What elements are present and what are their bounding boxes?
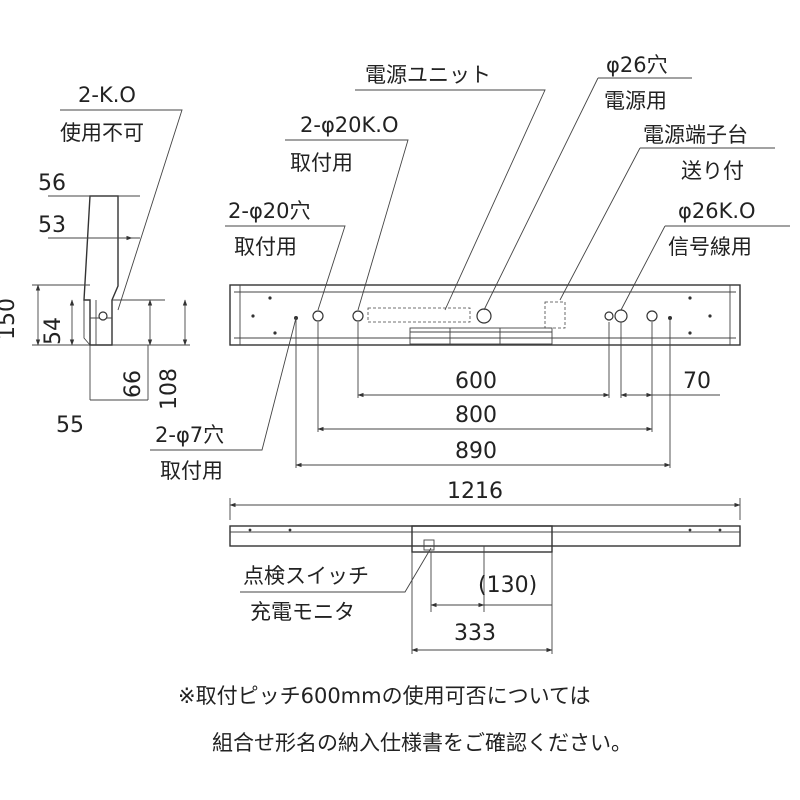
- dim-890: 890: [455, 439, 497, 464]
- dim-1216: 1216: [447, 479, 503, 504]
- label-phi26ko: φ26K.O: [678, 199, 756, 223]
- hole-phi26: [476, 308, 492, 324]
- dim-333: 333: [454, 621, 496, 646]
- label-phi26: φ26穴: [606, 53, 668, 77]
- dim-53: 53: [38, 213, 66, 238]
- side-view: 56 53 150 54 66 108 55 2-K.O 使用不可: [0, 83, 190, 438]
- fixture-body-front: [229, 525, 741, 547]
- note-line-2: 組合せ形名の納入仕様書をご確認ください。: [212, 731, 632, 755]
- label-2-phi7-sub: 取付用: [160, 459, 223, 483]
- dim-55: 55: [56, 413, 84, 438]
- dim-800: 800: [455, 403, 497, 428]
- dim-600: 600: [455, 369, 497, 394]
- hole-phi20-right: [646, 310, 658, 322]
- label-2-phi20ko-sub: 取付用: [290, 151, 353, 175]
- front-view: 1216 (130) 333 点検スイッチ 充電モニタ: [229, 479, 741, 654]
- dim-56: 56: [38, 171, 66, 196]
- dim-54: 54: [41, 317, 66, 345]
- hole-phi26ko: [614, 309, 628, 323]
- top-view: 600 70 800 890 2-φ20K.O 取付用 電源ユニット φ26穴 …: [150, 53, 790, 483]
- hole-phi20-left: [312, 310, 324, 322]
- hole-small-right: [604, 311, 614, 321]
- hole-phi7-right: [668, 316, 672, 320]
- label-switch: 点検スイッチ: [243, 564, 369, 588]
- power-unit-front: [411, 525, 553, 553]
- label-terminal-sub: 送り付: [681, 159, 744, 183]
- side-ko-hole: [98, 311, 108, 321]
- label-2-phi20: 2-φ20穴: [228, 199, 311, 223]
- dim-70: 70: [683, 369, 711, 394]
- label-2-phi7: 2-φ7穴: [155, 423, 224, 447]
- label-power-unit: 電源ユニット: [365, 63, 491, 87]
- power-unit-body: [409, 327, 553, 345]
- label-phi26ko-sub: 信号線用: [668, 235, 752, 259]
- label-2-ko-sub: 使用不可: [60, 121, 144, 145]
- label-phi26-sub: 電源用: [604, 89, 667, 113]
- fixture-body-top: [229, 284, 741, 346]
- label-2-phi20-sub: 取付用: [234, 235, 297, 259]
- dim-108: 108: [157, 368, 182, 410]
- label-2-phi20ko: 2-φ20K.O: [300, 113, 399, 137]
- side-profile: [83, 195, 119, 346]
- dim-150: 150: [0, 298, 20, 340]
- label-switch-sub: 充電モニタ: [250, 600, 355, 624]
- label-2-ko: 2-K.O: [78, 83, 136, 107]
- switch-body: [423, 539, 435, 551]
- dim-130: (130): [478, 573, 537, 598]
- hole-phi20ko-left: [352, 310, 364, 322]
- dim-66: 66: [121, 370, 146, 398]
- label-terminal: 電源端子台: [643, 123, 748, 147]
- note-line-1: ※取付ピッチ600mmの使用可否については: [178, 684, 591, 708]
